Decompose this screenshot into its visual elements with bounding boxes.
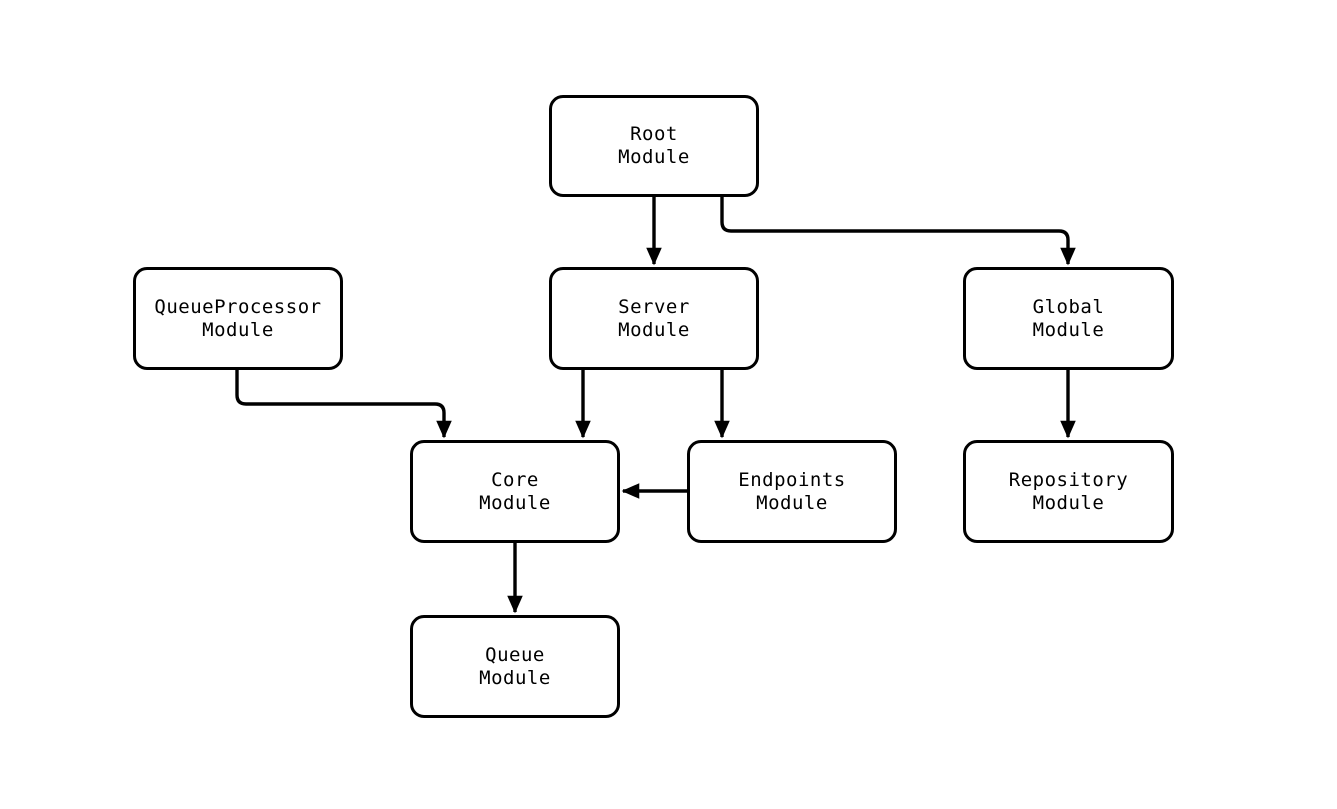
endpoints-module-node[interactable]: Endpoints Module <box>687 440 897 543</box>
node-label-line1: Global <box>1032 295 1105 318</box>
node-label-line2: Module <box>479 666 551 689</box>
core-module-node[interactable]: Core Module <box>410 440 620 543</box>
repository-module-node[interactable]: Repository Module <box>963 440 1174 543</box>
queueprocessor-module-node[interactable]: QueueProcessor Module <box>133 267 343 370</box>
edge-queueprocessor-to-core <box>235 370 452 439</box>
node-label-line2: Module <box>618 146 690 168</box>
node-label-line1: Endpoints <box>738 468 846 491</box>
node-label-line2: Module <box>479 491 551 514</box>
node-label-line2: Module <box>1032 318 1105 341</box>
node-label-line2: Module <box>756 491 828 514</box>
queue-module-node[interactable]: Queue Module <box>410 615 620 718</box>
root-module-node[interactable]: Root Module <box>549 95 759 197</box>
node-label-line1: Server <box>618 295 690 318</box>
node-label-line1: Root <box>630 123 678 145</box>
node-label-line2: Module <box>618 318 690 341</box>
node-label-line2: Module <box>1032 491 1105 514</box>
edge-root-to-global <box>720 197 1076 266</box>
node-label-line1: Queue <box>485 643 545 666</box>
node-label-line2: Module <box>202 318 274 341</box>
server-module-node[interactable]: Server Module <box>549 267 759 370</box>
node-label-line1: QueueProcessor <box>154 295 322 318</box>
node-label-line1: Repository <box>1008 468 1129 491</box>
node-label-line1: Core <box>491 468 539 491</box>
global-module-node[interactable]: Global Module <box>963 267 1174 370</box>
